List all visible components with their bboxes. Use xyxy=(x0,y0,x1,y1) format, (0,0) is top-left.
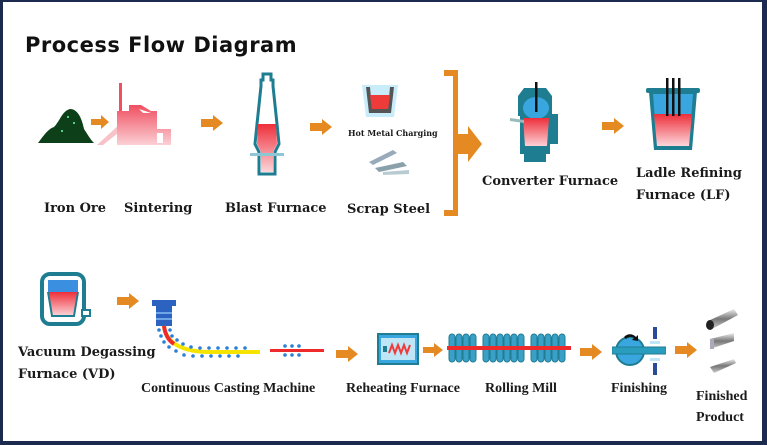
finishing-label: Finishing xyxy=(611,381,668,396)
blast-furnace-icon xyxy=(250,72,284,176)
flow-arrow-icon xyxy=(423,343,443,357)
reheating-furnace-label: Reheating Furnace xyxy=(346,381,460,396)
ladle-refining-label-line2: Furnace (LF) xyxy=(636,188,731,203)
flow-arrow-icon xyxy=(675,342,697,358)
diagram-title: Process Flow Diagram xyxy=(25,33,298,57)
flow-arrow-icon xyxy=(602,118,624,134)
vacuum-degassing-label-line2: Furnace (VD) xyxy=(18,367,116,382)
converter-furnace-label: Converter Furnace xyxy=(482,174,619,189)
hot-metal-charging-label: Hot Metal Charging xyxy=(348,128,438,138)
scrap-steel-icon xyxy=(369,150,409,175)
continuous-casting-machine-icon xyxy=(152,300,324,358)
ladle-refining-label-line1: Ladle Refining xyxy=(636,166,742,181)
converter-furnace-icon xyxy=(510,82,558,162)
flow-arrow-icon xyxy=(310,119,332,135)
flow-arrow-icon xyxy=(580,344,602,360)
finished-product-icon xyxy=(706,309,738,373)
blast-furnace-label: Blast Furnace xyxy=(225,201,327,216)
vacuum-degassing-furnace-icon xyxy=(40,272,91,326)
sintering-label: Sintering xyxy=(124,201,193,216)
hot-metal-ladle-icon xyxy=(362,85,398,117)
finished-product-label-line2: Product xyxy=(696,410,744,425)
rolling-mill-icon xyxy=(447,333,571,363)
iron-ore-label: Iron Ore xyxy=(44,201,107,216)
rolling-mill-label: Rolling Mill xyxy=(485,381,557,396)
ladle-refining-furnace-icon xyxy=(646,78,700,150)
sintering-plant-icon xyxy=(97,83,171,145)
iron-ore-icon xyxy=(38,109,94,143)
merge-bracket-icon xyxy=(444,70,482,216)
continuous-casting-label: Continuous Casting Machine xyxy=(141,381,316,396)
flow-arrow-icon xyxy=(117,293,139,309)
vacuum-degassing-label-line1: Vacuum Degassing xyxy=(18,345,156,360)
scrap-steel-label: Scrap Steel xyxy=(347,202,431,217)
finishing-icon xyxy=(612,327,666,375)
flow-arrow-icon xyxy=(201,115,223,131)
finished-product-label-line1: Finished xyxy=(696,389,748,404)
flow-arrow-icon xyxy=(91,115,109,129)
flow-arrow-icon xyxy=(336,346,358,362)
reheating-furnace-icon xyxy=(377,333,419,365)
